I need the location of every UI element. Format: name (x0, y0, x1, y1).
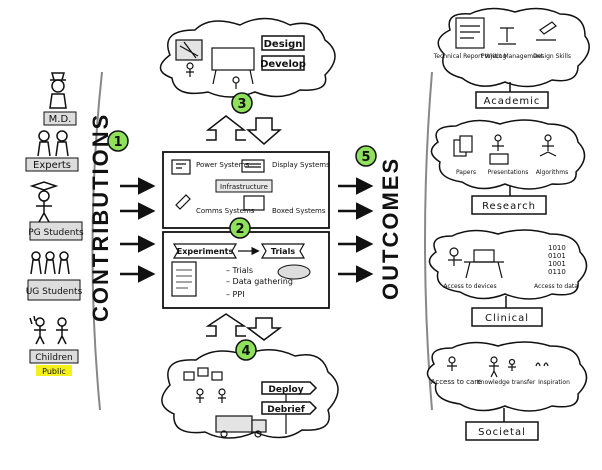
clinical-label-box (471, 307, 543, 327)
public-label: Public (42, 367, 66, 376)
trials-tag: Trials (271, 247, 295, 256)
md-figure (49, 72, 67, 109)
power-systems-label: Power Systems (196, 161, 249, 169)
top-cloud-number-badge (231, 92, 253, 114)
down-block-arrow-bottom (245, 317, 283, 341)
experiments-item-0: – Trials (226, 266, 253, 275)
experts-figures (37, 130, 69, 157)
clinical-item-1: Access to data (534, 283, 578, 290)
societal-item-1: Knowledge transfer (477, 379, 536, 386)
experiments-ribbon (172, 243, 238, 259)
up-block-arrow-bottom (205, 313, 247, 337)
bottom-cloud-number-badge (235, 339, 257, 361)
research-label-box (471, 195, 547, 215)
design-label: Design (264, 39, 303, 50)
experiments-title: Experiments (177, 247, 234, 256)
boxed-systems-label: Boxed Systems (272, 207, 326, 215)
academic-item-1: Project Management (481, 53, 544, 60)
public-highlight (36, 365, 72, 376)
trials-group-icon (277, 264, 311, 280)
research-label: Research (482, 201, 536, 212)
clinical-binary-2: 1001 (548, 260, 566, 268)
infrastructure-title: Infrastructure (220, 183, 268, 191)
academic-cloud (437, 7, 590, 88)
clinical-cloud (428, 229, 588, 300)
top-cloud-sketch (175, 39, 255, 89)
clipboard-icon (171, 261, 197, 297)
clinical-binary-0: 1010 (548, 244, 566, 252)
input-arrows (120, 177, 156, 283)
experts-label-box (25, 157, 79, 172)
pg-students-figure (29, 181, 59, 223)
clinical-label: Clinical (485, 313, 529, 324)
experiments-item-2: – PPI (226, 290, 245, 299)
comms-systems-label: Comms Systems (196, 207, 255, 215)
right-bracket (424, 71, 433, 411)
experts-label: Experts (33, 160, 71, 171)
infrastructure-title-box (215, 179, 273, 193)
clinical-binary-1: 0101 (548, 252, 566, 260)
academic-item-0: Technical Report Writing (433, 53, 507, 60)
outcomes-label: OUTCOMES (378, 157, 403, 300)
academic-icons (455, 17, 557, 49)
contributions-number: 1 (113, 135, 122, 150)
academic-label: Academic (484, 96, 541, 107)
infrastructure-icons (171, 159, 265, 211)
pg-students-label-box (29, 221, 83, 241)
develop-box (261, 55, 305, 71)
academic-item-2: Design Skills (533, 53, 571, 60)
research-item-0: Papers (456, 169, 476, 176)
societal-label-box (465, 421, 539, 441)
clinical-item-0: Access to devices (443, 283, 496, 290)
ug-students-figures (30, 251, 70, 275)
outcomes-number-badge (355, 145, 377, 167)
left-people-column: M.D. Experts PG Students UG Students (25, 72, 84, 376)
md-label: M.D. (49, 114, 72, 125)
clipboard-lines (176, 269, 192, 289)
clinical-binary-3: 0110 (548, 268, 566, 276)
academic-label-box (475, 91, 549, 109)
societal-cloud (426, 341, 588, 412)
display-systems-label: Display Systems (272, 161, 330, 169)
trials-ribbon (260, 243, 306, 259)
societal-label: Societal (478, 427, 526, 438)
bottom-cloud-number: 4 (241, 344, 250, 359)
bottom-cloud (161, 349, 339, 439)
bottom-cloud-sketch (183, 367, 287, 438)
deploy-sign (261, 381, 318, 395)
ug-students-label: UG Students (26, 287, 83, 297)
children-figures (29, 315, 68, 345)
experiments-item-1: – Data gathering (226, 277, 293, 286)
design-box (261, 35, 305, 51)
top-cloud-number: 3 (237, 97, 246, 112)
contributions-number-badge (107, 130, 129, 152)
societal-item-2: Inspiration (538, 379, 570, 386)
research-item-2: Algorithms (536, 169, 569, 176)
children-label-box (29, 349, 79, 364)
societal-icons (447, 356, 549, 378)
down-block-arrow-top (246, 117, 282, 145)
deploy-label: Deploy (268, 385, 303, 395)
children-label: Children (35, 353, 72, 363)
contributions-label: CONTRIBUTIONS (88, 113, 113, 322)
develop-label: Develop (260, 59, 306, 70)
debrief-label: Debrief (267, 405, 305, 415)
experiments-number: 2 (235, 222, 244, 237)
clinical-icons (448, 247, 504, 279)
research-icons (453, 134, 557, 165)
experiments-number-badge (229, 217, 251, 239)
debrief-sign (261, 401, 318, 415)
left-bracket (91, 71, 103, 411)
research-item-1: Presentations (488, 169, 529, 176)
output-arrows (338, 177, 374, 283)
outcomes-number: 5 (361, 150, 370, 165)
up-block-arrow-top (205, 115, 247, 141)
pg-students-label: PG Students (28, 228, 84, 238)
ug-students-label-box (27, 279, 81, 301)
md-label-box (43, 111, 77, 126)
societal-item-0: Access to care (431, 378, 482, 386)
